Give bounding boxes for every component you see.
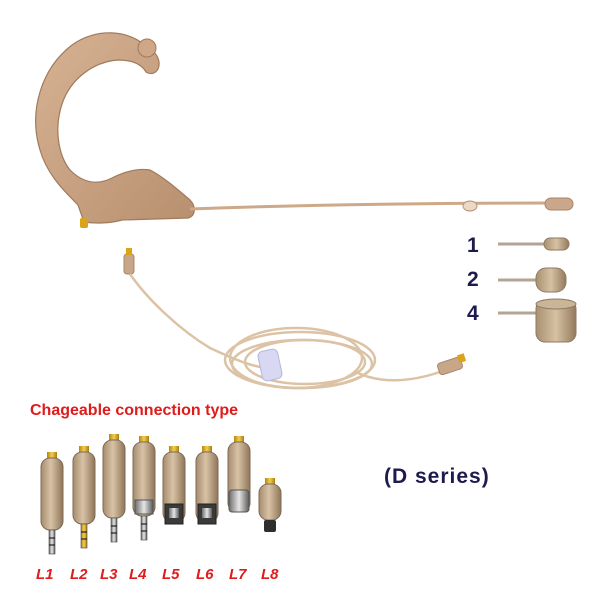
- ear-hook: [35, 32, 195, 228]
- connector-adapter: [195, 446, 219, 525]
- connector-label-l8: L8: [261, 566, 279, 583]
- connector-adapter: [162, 446, 186, 525]
- connector-label-l4: L4: [129, 566, 147, 583]
- connector-adapter: [72, 446, 96, 549]
- connector-adapter: [132, 436, 156, 541]
- coiled-cable: [123, 248, 467, 390]
- connector-label-l6: L6: [196, 566, 214, 583]
- connector-label-l2: L2: [70, 566, 88, 583]
- connector-label-l3: L3: [100, 566, 118, 583]
- connection-type-caption: Chageable connection type: [30, 402, 239, 419]
- boom-arm: [189, 197, 574, 212]
- capsule-option-1: [498, 237, 570, 251]
- connector-label-l7: L7: [229, 566, 247, 583]
- capsule-label-4: 4: [467, 302, 479, 325]
- velcro-strap: [257, 348, 283, 382]
- series-label: (D series): [384, 465, 490, 488]
- capsule-label-2: 2: [467, 268, 479, 291]
- capsule-option-2: [498, 267, 567, 293]
- capsule-label-1: 1: [467, 234, 479, 257]
- connector-adapter: [40, 452, 64, 555]
- connector-label-l5: L5: [162, 566, 180, 583]
- connector-adapter: [258, 478, 282, 532]
- connector-label-l1: L1: [36, 566, 54, 583]
- capsule-option-4: [498, 298, 577, 343]
- connector-adapter: [227, 436, 251, 513]
- connector-adapters: [40, 434, 282, 555]
- connector-adapter: [102, 434, 126, 543]
